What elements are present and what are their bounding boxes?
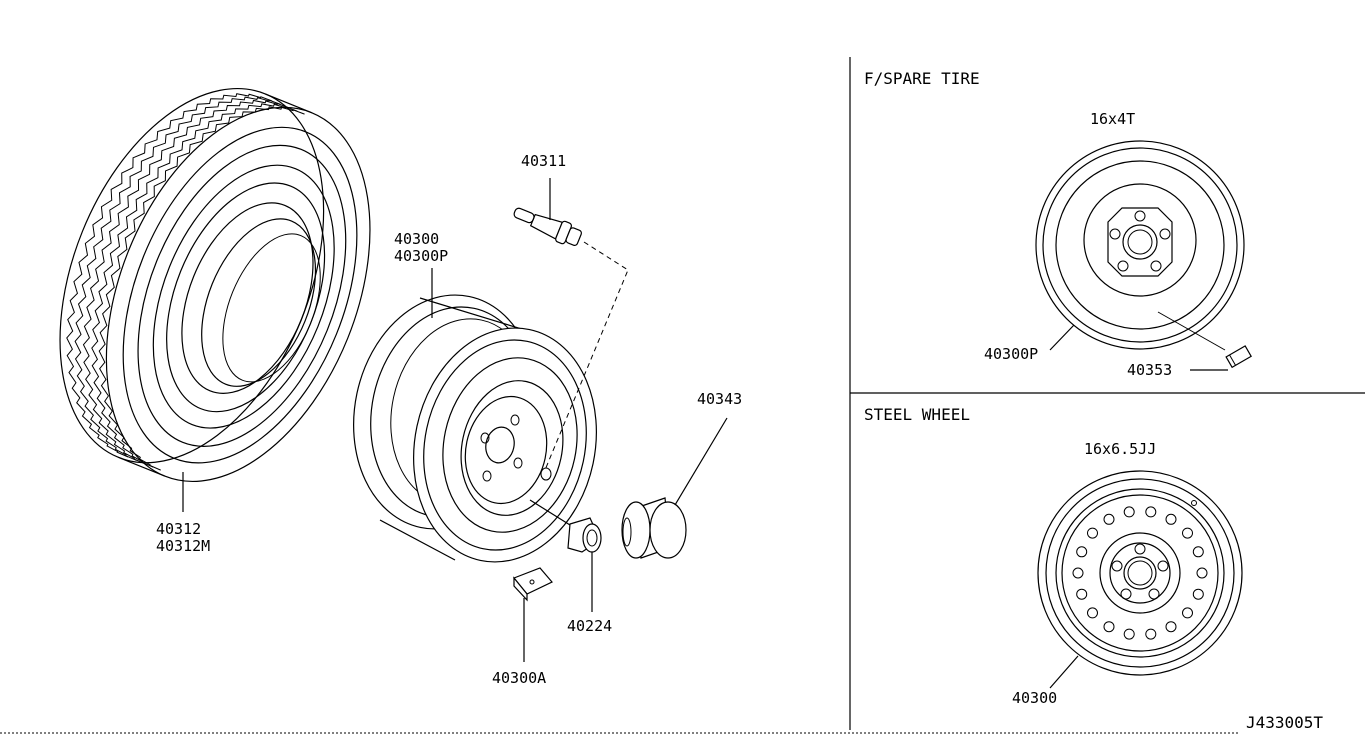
vent-hole (1145, 628, 1157, 640)
vent-hole (1182, 607, 1193, 619)
part-label-wheel: 40300 (394, 230, 440, 248)
spare-panel-title: F/SPARE TIRE (864, 69, 980, 88)
vent-hole (1123, 628, 1135, 640)
center-cap-illustration (621, 417, 728, 559)
vent-hole (1192, 588, 1204, 600)
diagram-code: J433005T (1246, 713, 1324, 732)
spare-size-label: 16x4T (1090, 110, 1136, 128)
vent-hole (1072, 567, 1084, 579)
vent-hole (1076, 588, 1088, 600)
vent-hole (1196, 567, 1208, 579)
vent-hole (1103, 513, 1115, 525)
spare-wheel-front-view (1035, 140, 1252, 371)
vent-hole (1076, 546, 1088, 558)
wheel-nut-illustration (529, 499, 602, 612)
part-label-nut: 40224 (567, 617, 613, 635)
part-label-wheel-p: 40300P (394, 247, 449, 265)
vent-hole (1123, 506, 1135, 518)
part-label-tire: 40312 (156, 520, 202, 538)
vent-hole (1165, 513, 1177, 525)
tread-zigzag (66, 93, 273, 458)
steel-wheel-part-label: 40300 (1012, 689, 1058, 707)
tread-zigzag (91, 103, 298, 468)
panel-dividers (0, 57, 1365, 734)
tread-zigzag (82, 99, 289, 465)
vent-hole (1103, 621, 1115, 633)
part-label-cap: 40343 (697, 390, 743, 408)
steel-size-label: 16x6.5JJ (1084, 440, 1157, 458)
vent-hole (1165, 621, 1177, 633)
vent-hole (1087, 607, 1098, 619)
spare-wheel-part-label: 40300P (984, 345, 1039, 363)
part-label-valve: 40311 (521, 152, 567, 170)
vent-hole (1192, 546, 1204, 558)
valve-stem-illustration (513, 178, 629, 471)
steel-wheel-front-view (1037, 470, 1243, 689)
tread-zigzag (74, 96, 281, 461)
spare-weight-part-label: 40353 (1127, 361, 1173, 379)
steel-panel-title: STEEL WHEEL (864, 405, 970, 424)
balance-weight-illustration (513, 567, 553, 662)
tire-illustration (59, 88, 371, 482)
vent-hole (1145, 506, 1157, 518)
steel-wheel-illustration (353, 294, 597, 563)
vent-hole (1087, 527, 1098, 539)
part-label-tire-m: 40312M (156, 537, 211, 555)
tread-zigzag (98, 106, 305, 471)
part-label-weight: 40300A (492, 669, 547, 687)
vent-hole (1182, 527, 1193, 539)
